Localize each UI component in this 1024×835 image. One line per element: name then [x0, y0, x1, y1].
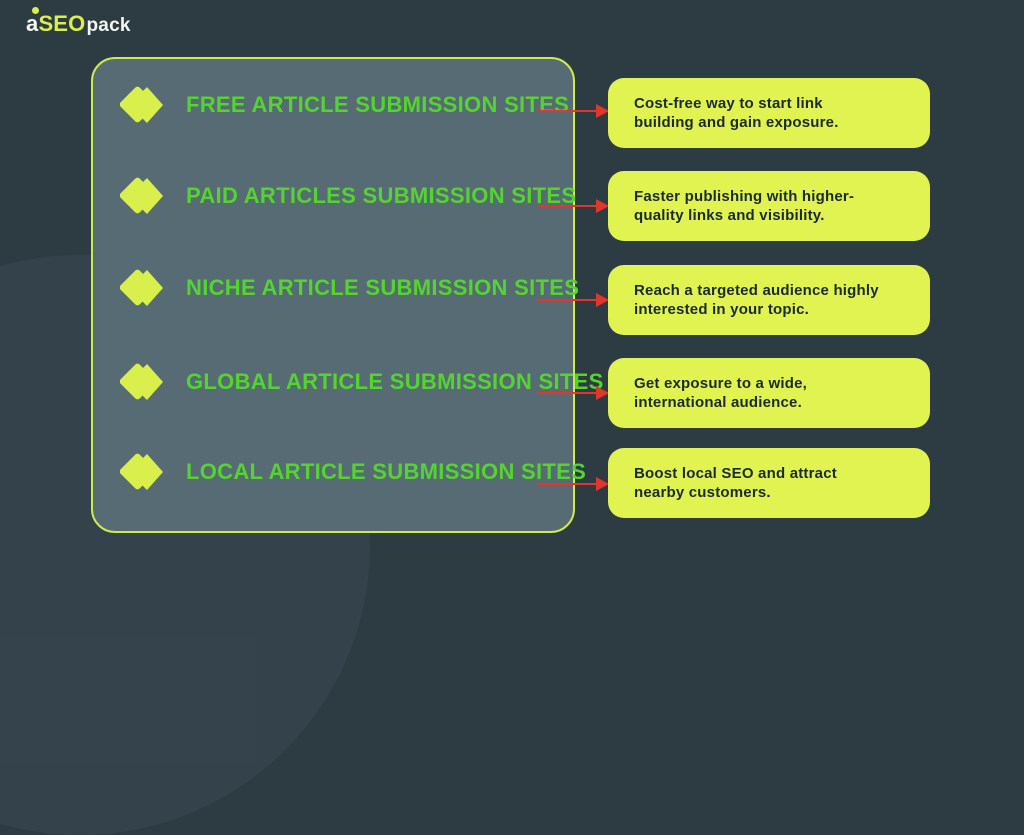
- submission-types-panel: FREE ARTICLE SUBMISSION SITES PAID ARTIC…: [91, 57, 603, 533]
- diamond-chevron-icon: [120, 86, 163, 123]
- list-item-title: FREE ARTICLE SUBMISSION SITES: [186, 92, 570, 117]
- description-line: Get exposure to a wide,: [634, 375, 807, 392]
- description-line: Faster publishing with higher-: [634, 188, 855, 205]
- arrow-right-icon: [537, 199, 609, 213]
- list-item: LOCAL ARTICLE SUBMISSION SITES: [120, 450, 586, 494]
- arrow-right-icon: [537, 104, 609, 118]
- description-box: Get exposure to a wide, international au…: [608, 358, 930, 428]
- description-box: Cost-free way to start link building and…: [608, 78, 930, 148]
- description-line: nearby customers.: [634, 484, 771, 501]
- list-item: FREE ARTICLE SUBMISSION SITES: [120, 83, 569, 127]
- description-line: interested in your topic.: [634, 301, 810, 318]
- brand-logo: a SEO pack: [26, 7, 131, 37]
- list-item: PAID ARTICLES SUBMISSION SITES: [120, 174, 576, 218]
- description-line: Cost-free way to start link: [634, 95, 823, 112]
- list-item-title: LOCAL ARTICLE SUBMISSION SITES: [186, 459, 587, 484]
- arrow-right-icon: [537, 293, 609, 307]
- description-line: quality links and visibility.: [634, 207, 825, 224]
- list-item: GLOBAL ARTICLE SUBMISSION SITES: [120, 360, 604, 404]
- description-box: Reach a targeted audience highly interes…: [608, 265, 930, 335]
- description-line: Reach a targeted audience highly: [634, 282, 879, 299]
- list-item-title: PAID ARTICLES SUBMISSION SITES: [186, 183, 577, 208]
- diamond-chevron-icon: [120, 363, 163, 400]
- description-box: Boost local SEO and attract nearby custo…: [608, 448, 930, 518]
- list-item-title: GLOBAL ARTICLE SUBMISSION SITES: [186, 369, 604, 394]
- description-line: Boost local SEO and attract: [634, 465, 837, 482]
- logo-dot-icon: [32, 7, 40, 14]
- logo-seo-text: SEO: [38, 11, 86, 36]
- arrow-right-icon: [537, 386, 609, 400]
- arrow-right-icon: [537, 477, 609, 491]
- diamond-chevron-icon: [120, 453, 163, 490]
- diamond-chevron-icon: [120, 269, 163, 306]
- description-line: international audience.: [634, 394, 802, 411]
- logo-pack-text: pack: [86, 15, 131, 36]
- list-item-title: NICHE ARTICLE SUBMISSION SITES: [186, 275, 580, 300]
- description-line: building and gain exposure.: [634, 114, 839, 131]
- logo-letter-a: a: [26, 7, 40, 37]
- list-item: NICHE ARTICLE SUBMISSION SITES: [120, 266, 579, 310]
- description-box: Faster publishing with higher- quality l…: [608, 171, 930, 241]
- diamond-chevron-icon: [120, 177, 163, 214]
